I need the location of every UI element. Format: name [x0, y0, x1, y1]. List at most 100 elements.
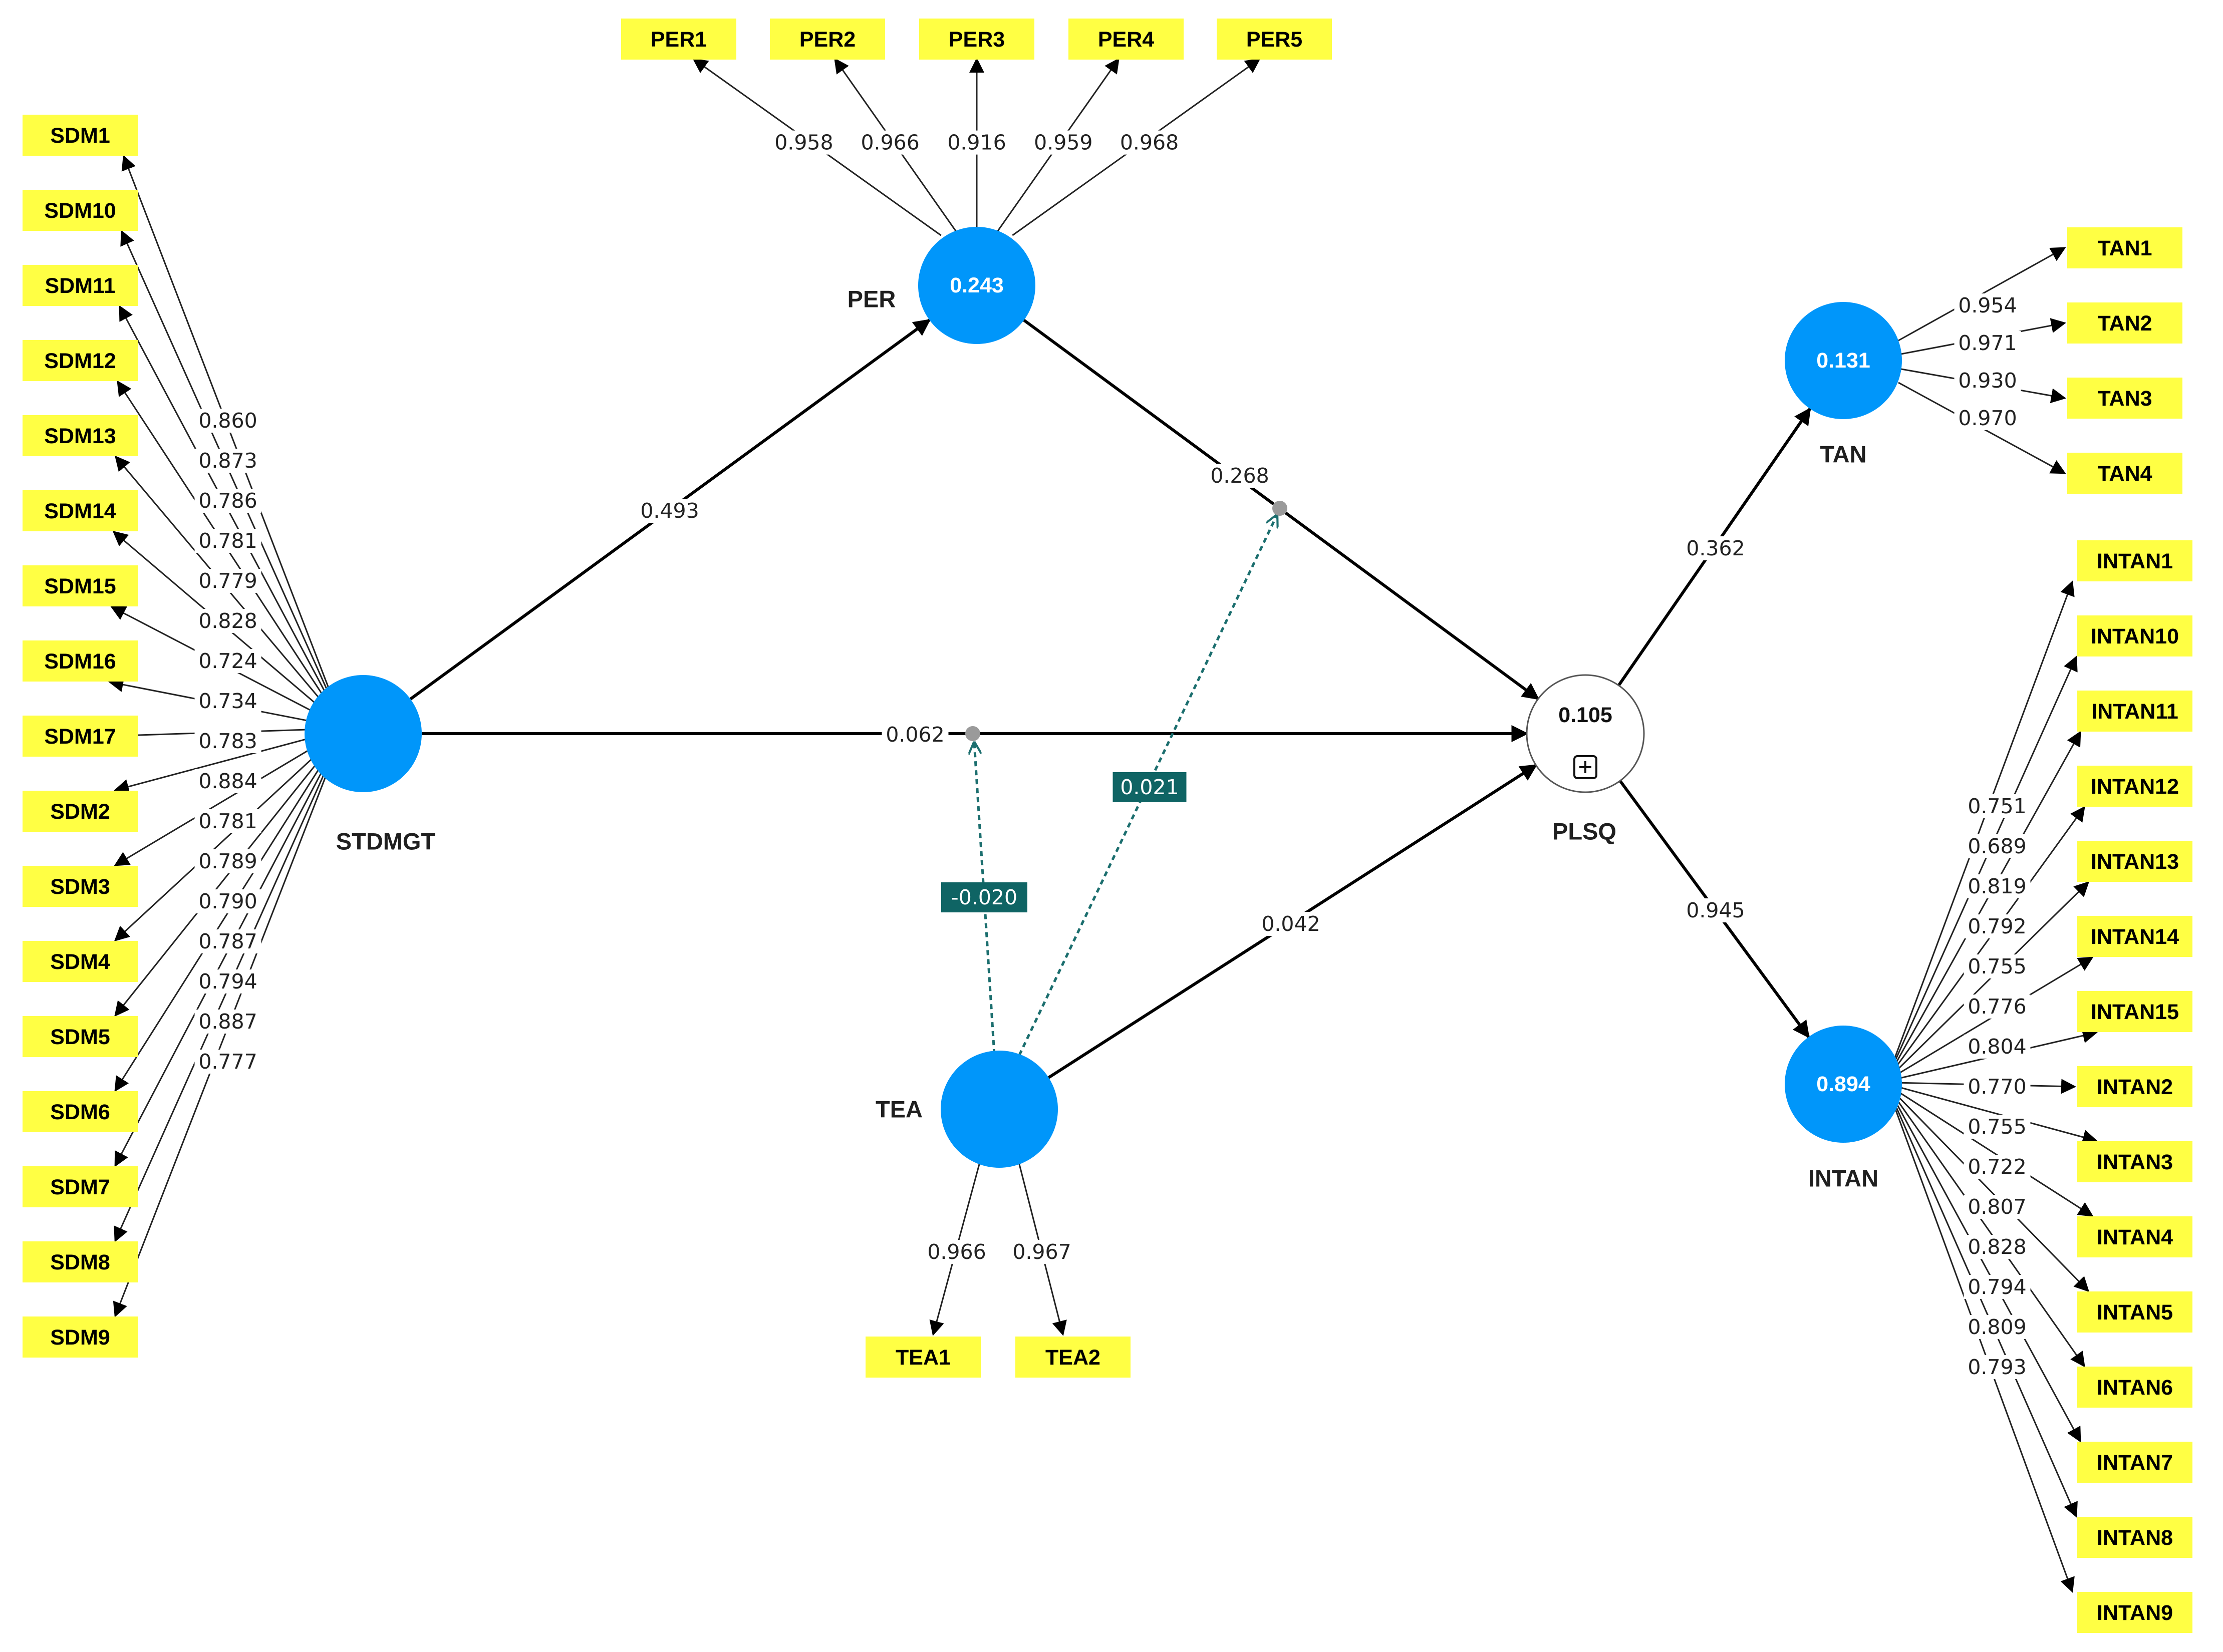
sdm-indicator-label: SDM7: [50, 1175, 110, 1199]
label-tan: TAN: [1820, 441, 1866, 468]
sdm-indicator-label: SDM8: [50, 1250, 110, 1274]
tea-loading-value: 0.967: [1012, 1240, 1071, 1264]
coef-moderator-tea-stdmgt: -0.020: [951, 885, 1017, 909]
intan-indicator-label: INTAN7: [2097, 1451, 2173, 1475]
label-intan: INTAN: [1808, 1165, 1878, 1192]
intan-indicator-label: INTAN11: [2091, 700, 2178, 724]
sdm-loading-value: 0.781: [198, 809, 257, 833]
tan-indicator-label: TAN3: [2097, 387, 2152, 411]
sdm-indicator[interactable]: [23, 115, 138, 156]
sdm-indicator-label: SDM15: [44, 574, 116, 598]
tan-indicator[interactable]: [2067, 227, 2182, 268]
tea-loading-value-bg: [1008, 1240, 1075, 1264]
construct-per[interactable]: [918, 227, 1035, 344]
intan-indicator[interactable]: [2077, 1592, 2192, 1633]
sdm-indicator-label: SDM2: [50, 800, 110, 824]
tan-loading-value-bg: [1954, 331, 2021, 355]
sdm-indicator[interactable]: [23, 1091, 138, 1132]
intan-indicator[interactable]: [2077, 615, 2192, 656]
tan-indicator-label: TAN4: [2097, 462, 2152, 486]
moderator-anchor-dot: [1272, 501, 1287, 516]
sdm-indicator[interactable]: [23, 791, 138, 832]
per-indicator[interactable]: [1217, 19, 1332, 60]
intan-indicator[interactable]: [2077, 916, 2192, 957]
sdm-indicator[interactable]: [23, 941, 138, 982]
intan-loading-value-bg: [1964, 1155, 2031, 1179]
intan-indicator[interactable]: [2077, 540, 2192, 581]
tan-indicator-label: TAN2: [2097, 311, 2152, 336]
intan-loading-line: [1892, 1100, 2078, 1518]
construct-tan[interactable]: [1785, 302, 1902, 419]
sdm-indicator[interactable]: [23, 565, 138, 606]
intan-loading-value-bg: [1964, 995, 2031, 1019]
coef-per-plsq: 0.268: [1210, 464, 1269, 488]
per-indicator[interactable]: [621, 19, 736, 60]
per-loading-value-bg: [857, 130, 924, 155]
intan-indicator[interactable]: [2077, 1442, 2192, 1483]
intan-indicator[interactable]: [2077, 841, 2192, 882]
sdm-indicator[interactable]: [23, 716, 138, 757]
tea-indicator[interactable]: [1015, 1337, 1131, 1378]
sdm-loading-value-bg: [194, 689, 261, 713]
sdm-loading-value-bg: [194, 969, 261, 994]
intan-indicator[interactable]: [2077, 991, 2192, 1032]
intan-indicator[interactable]: [2077, 1141, 2192, 1182]
intan-loading-value: 0.792: [1968, 914, 2026, 938]
per-indicator-label: PER3: [949, 28, 1005, 52]
intan-indicator-label: INTAN3: [2097, 1150, 2173, 1174]
construct-intan[interactable]: [1785, 1026, 1902, 1143]
sdm-loading-value: 0.887: [198, 1010, 257, 1034]
intan-loading-value: 0.793: [1968, 1355, 2026, 1379]
sdm-indicator[interactable]: [23, 640, 138, 682]
intan-loading-line: [1892, 655, 2078, 1065]
intan-indicator[interactable]: [2077, 1066, 2192, 1107]
construct-tea[interactable]: [941, 1051, 1058, 1168]
per-indicator[interactable]: [770, 19, 885, 60]
per-indicator[interactable]: [1068, 19, 1184, 60]
intan-loading-value-bg: [1964, 834, 2031, 858]
coef-moderator-tea-per: 0.021: [1120, 775, 1179, 799]
construct-plsq[interactable]: [1526, 674, 1645, 793]
per-indicator[interactable]: [919, 19, 1034, 60]
label-plsq: PLSQ: [1552, 818, 1616, 845]
sdm-indicator[interactable]: [23, 1016, 138, 1057]
sdm-indicator[interactable]: [23, 340, 138, 381]
sdm-loading-value-bg: [194, 569, 261, 593]
intan-loading-value-bg: [1964, 1275, 2031, 1299]
sdm-indicator[interactable]: [23, 1166, 138, 1207]
tan-indicator[interactable]: [2067, 378, 2182, 419]
sdm-indicator[interactable]: [23, 1316, 138, 1358]
intan-indicator[interactable]: [2077, 1216, 2192, 1257]
intan-loading-value-bg: [1964, 1195, 2031, 1219]
coef-stdmgt-per: 0.493: [640, 499, 699, 523]
intan-loading-value-bg: [1964, 794, 2031, 818]
intan-indicator[interactable]: [2077, 766, 2192, 807]
coef-stdmgt-plsq-bg: [882, 723, 949, 747]
sdm-indicator[interactable]: [23, 265, 138, 306]
sdm-indicator[interactable]: [23, 415, 138, 456]
tan-indicator[interactable]: [2067, 302, 2182, 344]
intan-indicator[interactable]: [2077, 1291, 2192, 1333]
sdm-indicator[interactable]: [23, 490, 138, 531]
sdm-loading-value: 0.789: [198, 849, 257, 873]
tea-loading-value: 0.966: [927, 1240, 986, 1264]
sdm-indicator-label: SDM16: [44, 649, 116, 674]
intan-indicator[interactable]: [2077, 1517, 2192, 1558]
sdm-indicator-label: SDM1: [50, 124, 110, 148]
sdm-indicator[interactable]: [23, 1241, 138, 1282]
tea-indicator[interactable]: [866, 1337, 981, 1378]
sdm-indicator-label: SDM3: [50, 875, 110, 899]
intan-loading-value-bg: [1964, 1035, 2031, 1059]
intan-loading-value: 0.776: [1968, 995, 2026, 1019]
sdm-indicator[interactable]: [23, 190, 138, 231]
sdm-loading-value-bg: [194, 1050, 261, 1074]
r2-tan: 0.131: [1816, 349, 1870, 373]
per-indicator-label: PER5: [1246, 28, 1302, 52]
tan-indicator[interactable]: [2067, 453, 2182, 494]
construct-stdmgt[interactable]: [305, 675, 422, 792]
sdm-indicator[interactable]: [23, 866, 138, 907]
intan-loading-value: 0.689: [1968, 834, 2026, 858]
intan-indicator[interactable]: [2077, 1367, 2192, 1408]
expand-icon[interactable]: [1573, 755, 1597, 779]
intan-indicator[interactable]: [2077, 691, 2192, 732]
